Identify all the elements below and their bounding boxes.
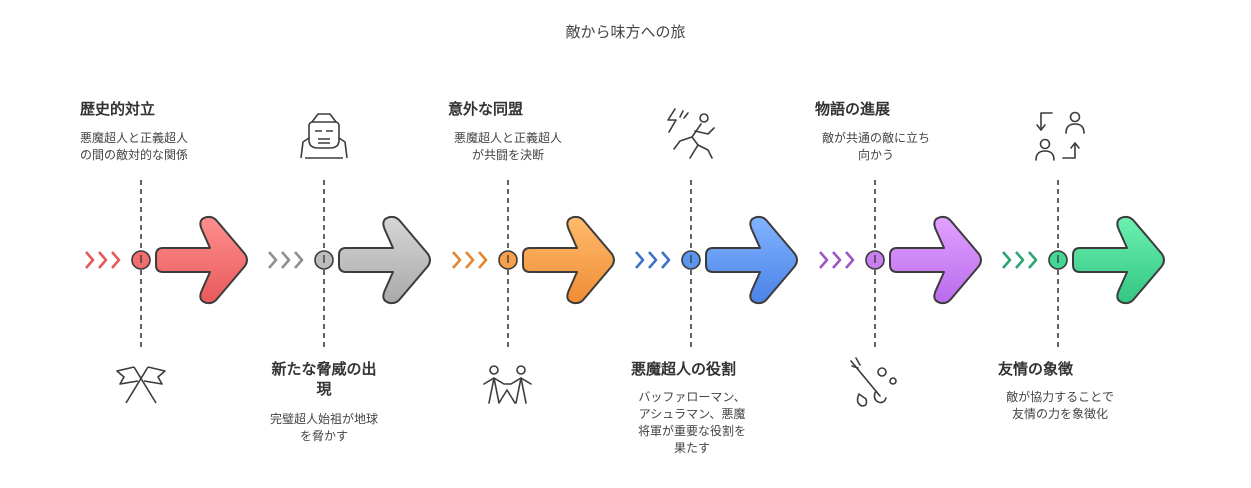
stage-4-description-line: バッファローマン、 <box>638 390 746 404</box>
stage-5-arrow <box>889 215 982 305</box>
stage-2-heading: 新たな脅威の出 現 <box>254 359 394 399</box>
stage-2-description-line: を脅かす <box>299 429 348 443</box>
stage-1-heading: 歴史的対立 <box>80 100 156 118</box>
stage-2-heading-line: 現 <box>316 380 332 398</box>
stage-1-description-line: 悪魔超人と正義超人 <box>80 131 189 145</box>
stage-3-description: 悪魔超人と正義超人 が共闘を決断 <box>440 130 576 164</box>
stage-6 <box>1002 111 1165 347</box>
stage-2 <box>268 113 431 347</box>
stage-5-description-line: 敵が共通の敵に立ち <box>821 131 930 145</box>
stage-4-arrow <box>705 215 798 305</box>
stage-4 <box>635 108 798 347</box>
stage-5-heading: 物語の進展 <box>815 100 891 118</box>
armored-robot-icon <box>300 113 348 159</box>
stage-5-description: 敵が共通の敵に立ち 向かう <box>806 130 946 164</box>
stage-6-chevrons <box>1002 251 1038 269</box>
exchange-people-icon <box>1035 111 1085 161</box>
stage-1-arrow <box>155 215 248 305</box>
stage-6-heading: 友情の象徴 <box>998 360 1074 378</box>
diagram-title: 敵から味方への旅 <box>565 23 686 41</box>
stage-6-description: 敵が協力することで 友情の力を象徴化 <box>990 389 1130 423</box>
stage-1-description: 悪魔超人と正義超人 の間の敵対的な関係 <box>80 130 188 164</box>
stage-4-chevrons <box>635 251 671 269</box>
stage-2-arrow <box>338 215 431 305</box>
stage-6-arrow <box>1072 215 1165 305</box>
stage-2-description: 完璧超人始祖が地球 を脅かす <box>254 411 394 445</box>
stage-3-arrow <box>522 215 615 305</box>
stage-2-chevrons <box>268 251 304 269</box>
stage-5-chevrons <box>819 251 855 269</box>
stage-4-heading: 悪魔超人の役割 <box>631 360 737 378</box>
stage-3-chevrons <box>452 251 488 269</box>
stage-6-description-line: 敵が協力することで <box>1006 390 1114 404</box>
stage-2-heading-line: 新たな脅威の出 <box>271 360 377 378</box>
person-struck-by-lightning-icon <box>667 108 715 159</box>
stage-2-description-line: 完璧超人始祖が地球 <box>269 412 378 426</box>
stage-1-chevrons <box>85 251 121 269</box>
stage-5-description-line: 向かう <box>857 148 894 162</box>
stage-4-description: バッファローマン、 アシュラマン、悪魔 将軍が重要な役割を 果たす <box>620 389 764 457</box>
stage-5 <box>819 180 982 407</box>
hand-with-brush-icon <box>850 357 897 407</box>
stage-3-description-line: が共闘を決断 <box>471 148 544 162</box>
stage-4-description-line: アシュラマン、悪魔 <box>638 407 746 421</box>
stage-3-heading: 意外な同盟 <box>448 100 524 118</box>
stage-3-description-line: 悪魔超人と正義超人 <box>453 131 562 145</box>
stage-1 <box>85 180 248 404</box>
people-holding-hands-icon <box>483 365 532 404</box>
crossed-flags-icon <box>116 366 166 404</box>
stage-3 <box>452 180 615 404</box>
stage-4-description-line: 果たす <box>673 441 710 455</box>
stage-1-description-line: の間の敵対的な関係 <box>80 148 189 162</box>
stage-6-description-line: 友情の力を象徴化 <box>1011 407 1108 421</box>
stage-4-description-line: 将軍が重要な役割を <box>637 424 746 438</box>
